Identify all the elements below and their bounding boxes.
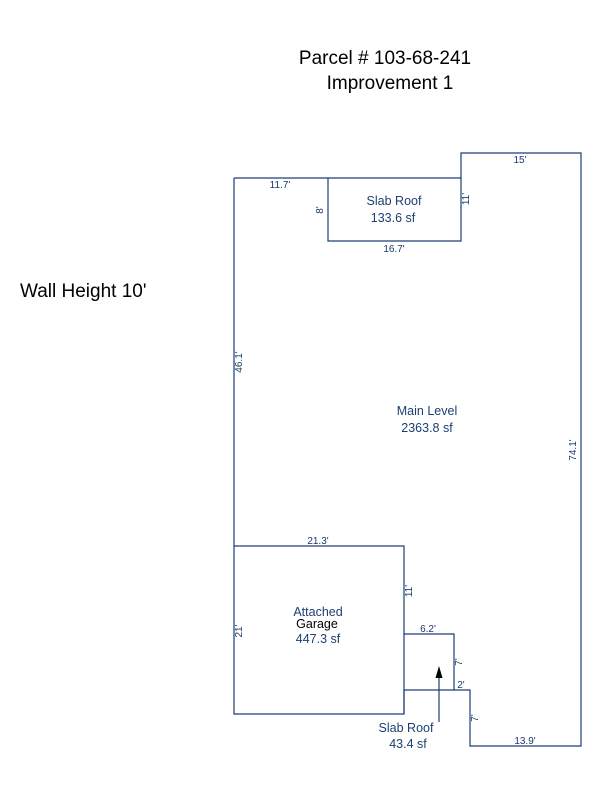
dim-slab-top-width: 16.7' [383, 244, 404, 255]
dim-bottom-right: 13.9' [514, 736, 535, 747]
entry-arrow-icon [435, 666, 443, 678]
slab-roof-top-area: 133.6 sf [371, 211, 416, 225]
garage-area: 447.3 sf [296, 632, 341, 646]
slab-roof-bottom-area: 43.4 sf [389, 737, 427, 751]
slab-roof-bottom-outline [404, 633, 455, 690]
dim-garage-left: 21' [234, 624, 245, 637]
main-level-outline [233, 152, 582, 747]
wall-height-label: Wall Height 10' [20, 281, 146, 302]
main-level-area: 2363.8 sf [401, 421, 453, 435]
slab-roof-top-outline [327, 178, 462, 242]
dim-top-left: 11.7' [270, 180, 291, 191]
dim-step-right: 7' [454, 658, 465, 666]
garage-outline [234, 545, 405, 714]
dim-step-mid: 2' [457, 680, 465, 691]
slab-roof-bottom-name: Slab Roof [379, 721, 434, 735]
dim-top-right: 15' [513, 155, 526, 166]
dim-garage-top: 21.3' [307, 536, 328, 547]
dim-slab-top-right: 11' [461, 193, 472, 205]
slab-roof-top-name: Slab Roof [367, 194, 422, 208]
dim-garage-right: 11' [404, 585, 415, 597]
parcel-title: Parcel # 103-68-241 [299, 48, 471, 69]
garage-name-line1: Attached [293, 605, 342, 619]
improvement-title: Improvement 1 [327, 73, 454, 94]
dim-right-main: 74.1' [568, 439, 579, 460]
garage-name-line2: Garage [296, 617, 338, 631]
main-level-name: Main Level [397, 404, 457, 418]
dim-step-lower: 7' [470, 714, 481, 722]
dim-step-top: 6.2' [420, 624, 436, 635]
dim-left-main: 46.1' [234, 351, 245, 372]
dim-slab-top-left: 8' [315, 206, 326, 214]
